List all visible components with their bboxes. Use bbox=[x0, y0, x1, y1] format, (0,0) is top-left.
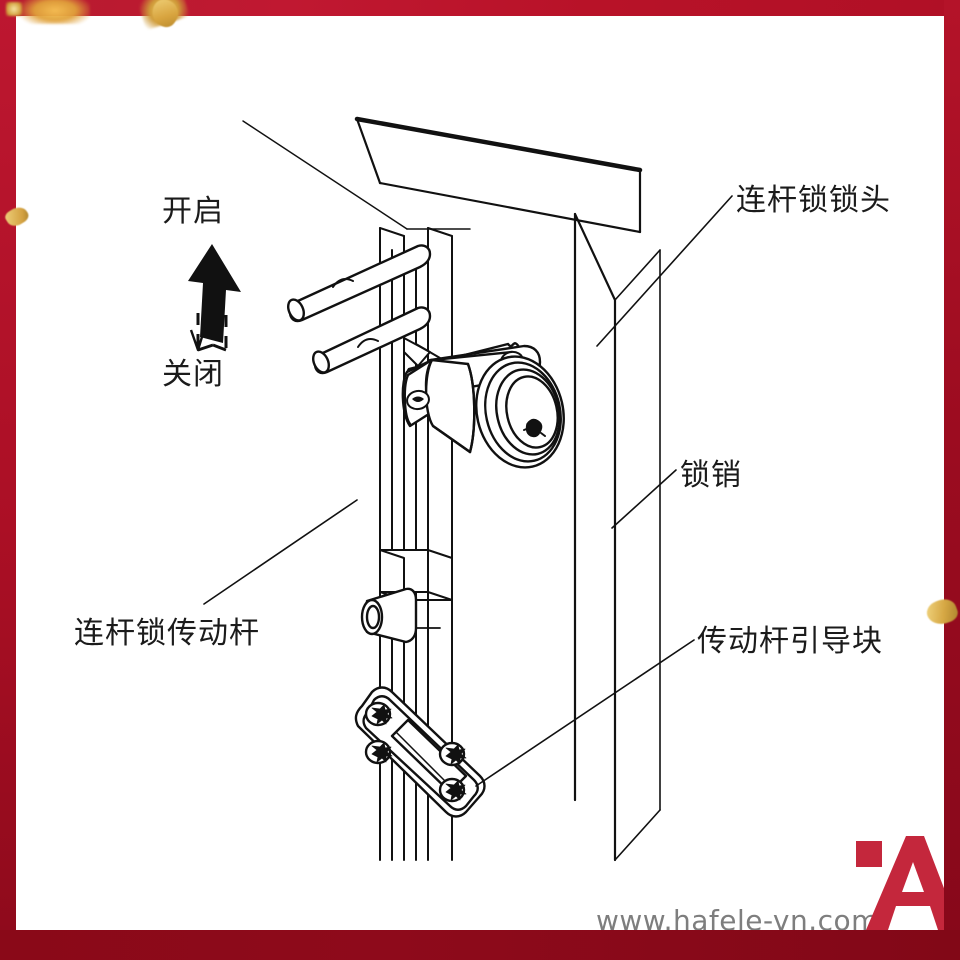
label-lock-pin: 锁销 bbox=[680, 458, 742, 493]
logo-letter-a bbox=[866, 836, 960, 930]
label-lock-head: 连杆锁锁头 bbox=[736, 183, 891, 218]
lock-pin bbox=[360, 587, 441, 644]
cabinet-top-edge-line bbox=[242, 120, 471, 230]
strike-plate-screws bbox=[364, 701, 467, 803]
open-arrow bbox=[188, 244, 241, 343]
hafele-logo bbox=[856, 836, 960, 930]
key-cylinder-face bbox=[475, 355, 565, 469]
leader-lock-pin bbox=[611, 469, 677, 529]
close-arrow bbox=[189, 313, 228, 352]
website-watermark: www.hafele-vn.com bbox=[596, 904, 879, 937]
label-guide-block: 传动杆引导块 bbox=[697, 624, 883, 659]
leader-lock-head bbox=[596, 195, 733, 347]
upper-horizontal-pin bbox=[286, 244, 432, 323]
leader-guide-block bbox=[475, 639, 695, 787]
leader-drive-rod bbox=[203, 499, 358, 605]
leader-lines bbox=[203, 195, 733, 787]
pin-collars bbox=[332, 278, 379, 348]
cabinet-top-rail bbox=[354, 116, 643, 234]
cabinet-side-panel bbox=[573, 212, 661, 862]
label-drive-rod: 连杆锁传动杆 bbox=[74, 616, 260, 651]
logo-umlaut-square bbox=[856, 841, 882, 867]
strike-guide-plate bbox=[354, 686, 486, 818]
label-open-state: 开启 bbox=[162, 194, 224, 229]
lock-cam-bracket bbox=[403, 337, 441, 367]
lower-horizontal-pin bbox=[311, 306, 432, 375]
label-close-state: 关闭 bbox=[162, 357, 224, 392]
